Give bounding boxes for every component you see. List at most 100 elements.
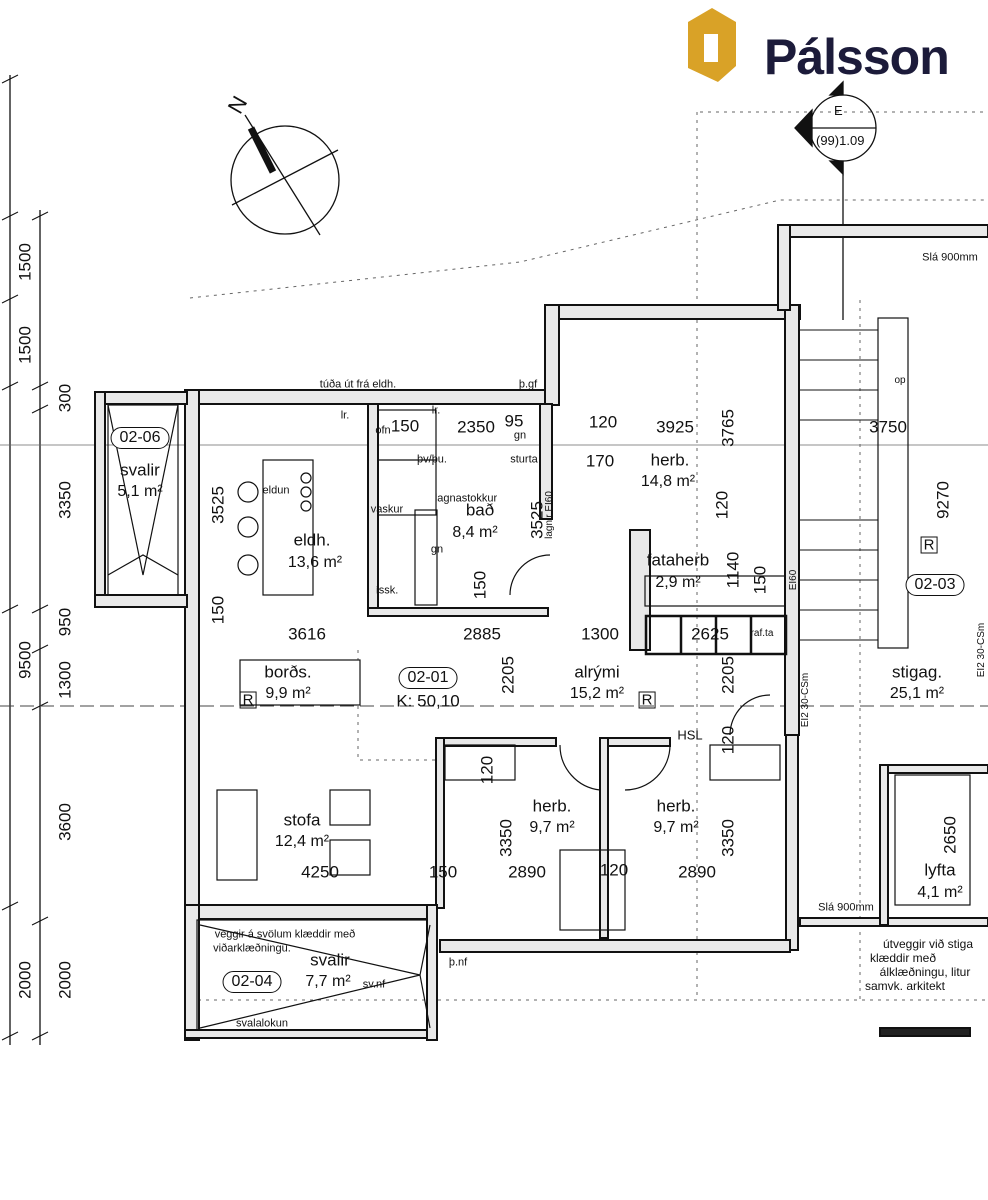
dimension-label: 3765	[718, 409, 738, 447]
dimension-label: 2625	[691, 624, 729, 644]
annotation-note: EI60	[788, 569, 799, 591]
dimension-label: 3350	[718, 819, 738, 857]
room-name: alrými	[574, 662, 620, 682]
dimension-label: 2000	[15, 961, 35, 999]
annotation-note: Slá 900mm	[922, 251, 978, 264]
dimension-label: 300	[55, 383, 75, 413]
dimension-label: 3750	[869, 417, 907, 437]
dimension-label: 1300	[55, 661, 75, 699]
room-name: stigag.	[891, 662, 943, 682]
dimension-label: 150	[470, 570, 490, 600]
room-id-tag: 02-06	[110, 427, 170, 449]
room-name: svalir	[310, 950, 350, 970]
dimension-chain-left	[0, 74, 988, 1045]
annotation-note: íssk.	[375, 584, 399, 597]
dimension-label: 2650	[940, 816, 960, 854]
dimension-label: 120	[477, 755, 497, 785]
annotation-note: EI2 30-CSm	[976, 622, 987, 678]
room-name: K: 50,10	[396, 691, 460, 711]
annotation-note: op	[894, 375, 906, 386]
room-name: herb.	[656, 796, 696, 816]
dimension-label: 120	[588, 412, 618, 432]
room-name: stofa	[283, 810, 321, 830]
annotation-note: vaskur	[370, 503, 404, 516]
brand-name: Pálsson	[764, 29, 950, 85]
annotation-note: þ.nf	[448, 956, 468, 969]
annotation-note: lr.	[431, 404, 441, 417]
annotation-note: sv.nf	[362, 978, 386, 991]
room-name: lyfta	[924, 860, 956, 880]
annotation-note: HSL	[677, 727, 703, 743]
dimension-label: 2205	[498, 656, 518, 694]
room-area: 9,7 m²	[653, 819, 699, 836]
furniture	[107, 317, 971, 1031]
dimension-label: 3525	[527, 501, 547, 539]
room-name: eldh.	[293, 530, 331, 550]
dimension-label: 2890	[678, 862, 716, 882]
annotation-note: sturta	[510, 453, 538, 466]
dimension-label: 2000	[55, 961, 75, 999]
dimension-label: 95	[504, 411, 524, 431]
annotation-note: raf.ta	[750, 628, 774, 639]
annotation-note: samvk. arkitekt	[864, 979, 946, 993]
dimension-label: 2885	[463, 624, 501, 644]
room-name: svalir	[120, 460, 160, 480]
annotation-note: viðarklæðningu.	[213, 942, 291, 955]
annotation-note: eldun	[262, 484, 290, 497]
dimension-label: 3616	[288, 624, 326, 644]
room-area: 8,4 m²	[452, 524, 498, 541]
room-area: 4,1 m²	[917, 884, 963, 901]
dimension-label: 3525	[208, 486, 228, 524]
room-area: 9,7 m²	[529, 819, 575, 836]
annotation-note: lr.	[340, 409, 350, 422]
dimension-label: 3350	[55, 481, 75, 519]
annotation-note: lagnastokkur	[434, 492, 498, 505]
annotation-note: gn	[513, 429, 527, 442]
dimension-label: 1500	[15, 243, 35, 281]
dimension-label: 3350	[496, 819, 516, 857]
dimension-label: 150	[390, 416, 420, 436]
dimension-label: 120	[718, 725, 738, 755]
dimension-label: 3600	[55, 803, 75, 841]
dimension-label: 1500	[15, 326, 35, 364]
room-area: 14,8 m²	[640, 473, 696, 490]
dimension-label: 120	[599, 860, 629, 880]
room-area: 13,6 m²	[287, 554, 343, 571]
r-marker: R	[920, 536, 938, 554]
dimension-label: 4250	[301, 862, 339, 882]
dimension-label: 2205	[718, 656, 738, 694]
room-area: 12,4 m²	[274, 833, 330, 850]
annotation-note: svalalokun	[236, 1017, 288, 1030]
annotation-note: lagnir EI60	[544, 491, 555, 539]
r-marker: R	[239, 691, 257, 709]
dimension-label: 2350	[457, 417, 495, 437]
room-name: herb.	[650, 450, 690, 470]
dimension-label: 9270	[933, 481, 953, 519]
annotation-note: útveggir við stiga	[882, 937, 974, 951]
brand-logo: Pálsson	[688, 8, 988, 86]
room-name: borðs.	[264, 662, 312, 682]
annotation-note: álklæðningu, litur	[879, 965, 971, 979]
room-id-tag: 02-04	[222, 971, 282, 993]
section-marker-ref: (99)1.09	[816, 133, 865, 148]
room-name: herb.	[532, 796, 572, 816]
room-area: 7,7 m²	[305, 973, 351, 990]
room-id-tag: 02-01	[398, 667, 458, 689]
room-area: 15,2 m²	[569, 685, 625, 702]
annotation-note: þv/þu.	[417, 453, 447, 466]
section-marker-letter: E	[834, 103, 843, 118]
dimension-label: 150	[208, 595, 228, 625]
walls	[94, 224, 988, 1041]
brand-logo-mark-icon	[688, 8, 736, 82]
dimension-label: 170	[585, 451, 615, 471]
dimension-label: 950	[55, 607, 75, 637]
room-area: 25,1 m²	[889, 685, 945, 702]
room-name: bað	[465, 500, 495, 520]
dimension-label: 120	[712, 490, 732, 520]
annotation-note: þ.gf	[518, 378, 538, 391]
annotation-note: ofn	[375, 424, 391, 437]
room-id-tag: 02-03	[905, 574, 965, 596]
annotation-note: veggir á svölum klæddir með	[214, 928, 356, 941]
dimension-label: 2890	[508, 862, 546, 882]
